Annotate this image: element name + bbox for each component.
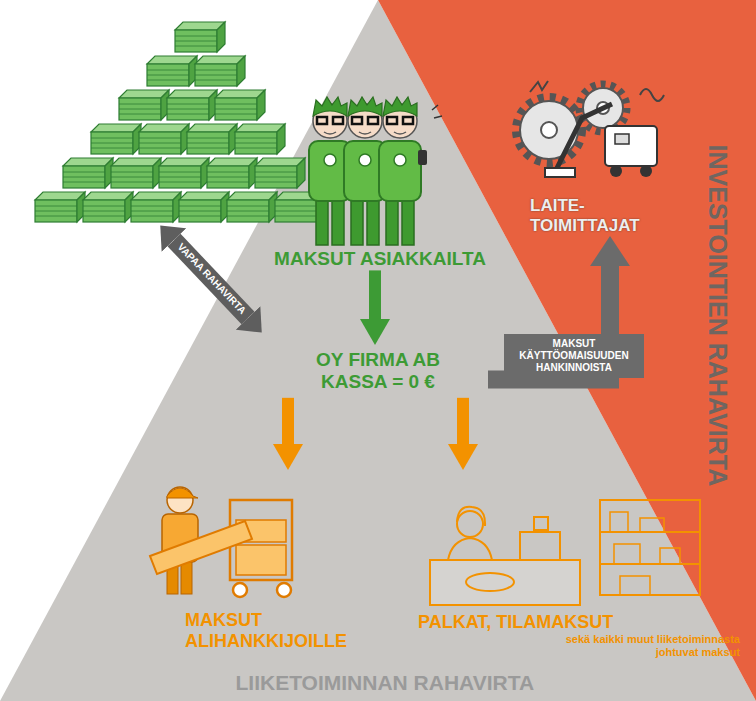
money-stack [175, 22, 225, 52]
operating-costs: PALKAT, TILAMAKSUTsekä kaikki muut liike… [405, 470, 740, 660]
money-stack [131, 192, 181, 222]
subcontractor-payments: MAKSUT ALIHANKKIJOILLE [140, 470, 380, 652]
region-label: LIIKETOIMINNAN RAHAVIRTA [236, 671, 535, 695]
phone [418, 150, 427, 165]
money-stack [215, 90, 265, 120]
money-stack [179, 192, 229, 222]
payment-arrow [282, 398, 294, 444]
node-heading: MAKSUT ALIHANKKIJOILLE [185, 610, 360, 652]
subcontractor-figure [150, 487, 292, 597]
node-heading: OY FIRMA AB [268, 349, 488, 371]
company-cash: OY FIRMA ABKASSA = 0 € [268, 345, 488, 398]
money-stack [195, 56, 245, 86]
money-stack [63, 158, 113, 188]
money-stack [119, 90, 169, 120]
node-heading: LAITE- TOIMITTAJAT [530, 196, 670, 236]
money-stack [159, 158, 209, 188]
equipment-suppliers: LAITE- TOIMITTAJAT [515, 78, 675, 236]
payment-arrow [457, 398, 469, 444]
machines [516, 81, 664, 177]
money-stack [255, 158, 305, 188]
money-stack [35, 192, 85, 222]
node-note: sekä kaikki muut liiketoiminnasta johtuv… [535, 633, 740, 659]
money-stack [227, 192, 277, 222]
money-stack [167, 90, 217, 120]
money-pile [35, 22, 325, 222]
flow-label: VAPAA RAHAVIRTA [172, 238, 251, 319]
money-stack [187, 124, 237, 154]
money-stack [91, 124, 141, 154]
region-label: INVESTOINTIEN RAHAVIRTA [703, 144, 732, 486]
money-stack [147, 56, 197, 86]
node-note: KASSA = 0 € [268, 371, 488, 393]
shop-figure [430, 500, 700, 605]
node-heading: PALKAT, TILAMAKSUT [418, 612, 740, 633]
money-stack [139, 124, 189, 154]
money-stack [111, 158, 161, 188]
money-stack [235, 124, 285, 154]
node-heading: MAKSUT ASIAKKAILTA [240, 248, 520, 270]
customers [309, 97, 442, 245]
money-stack [83, 192, 133, 222]
money-stack [207, 158, 257, 188]
edge-label: MAKSUT KÄYTTÖOMAISUUDEN HANKINNOISTA [504, 334, 644, 378]
customer-flow-arrow [369, 270, 381, 319]
customer-payments: MAKSUT ASIAKKAILTA [240, 88, 520, 270]
